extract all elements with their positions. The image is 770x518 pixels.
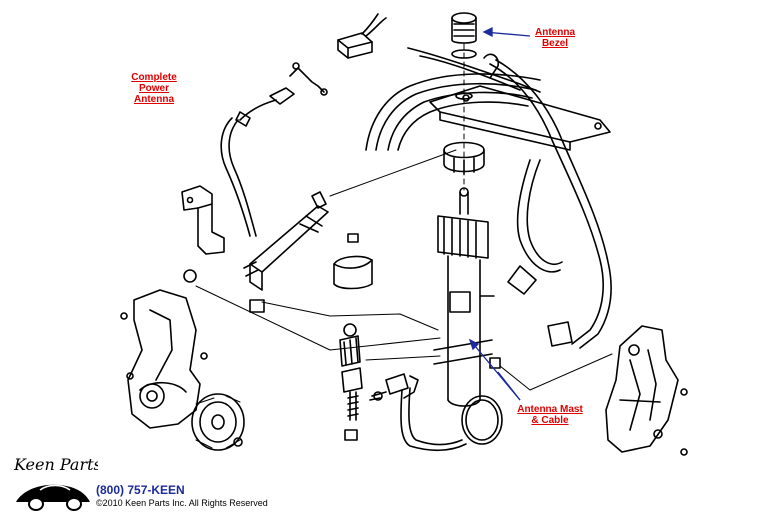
copyright-notice: ©2010 Keen Parts Inc. All Rights Reserve… [96,498,268,508]
callout-antenna-bezel[interactable]: Antenna Bezel [523,27,587,49]
antenna-nut [443,141,485,175]
callout-line: Antenna [535,27,575,38]
callout-line: Bezel [541,38,569,49]
callout-antenna-mast-cable[interactable]: Antenna Mast & Cable [508,404,592,426]
callout-line: Antenna [134,94,174,105]
svg-text:Keen Parts: Keen Parts [13,455,98,474]
callout-line: Power [138,83,169,94]
limit-switch [369,373,419,401]
mounting-bracket-left [181,185,225,255]
callout-complete-power-antenna[interactable]: Complete Power Antenna [120,72,188,105]
gear-housing [120,289,208,429]
leader-lines [468,26,531,401]
callout-line: & Cable [531,415,569,426]
keen-parts-logo: Keen Parts [13,455,98,511]
cable-reel [191,393,245,451]
clamp [183,233,373,313]
antenna-motor-tube [433,187,495,407]
mounting-bracket-right [605,325,688,456]
relay-box [337,13,387,59]
drive-gear [339,323,363,441]
callout-line: Complete [131,72,177,83]
mast-cable-strap [400,357,503,452]
wiring-harness [483,53,612,349]
ground-strap [239,62,328,121]
fender-housing [365,47,541,151]
assembly-lines [195,149,613,391]
power-cable [220,111,257,237]
phone-number[interactable]: (800) 757-KEEN [96,483,185,497]
callout-line: Antenna Mast [517,404,583,415]
support-strut [243,191,329,291]
